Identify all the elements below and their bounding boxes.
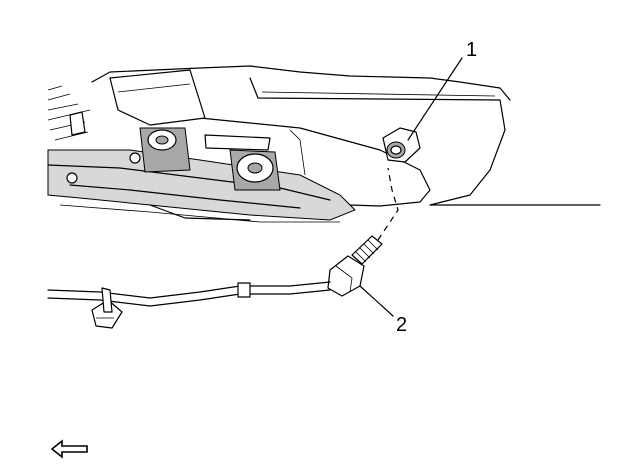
callout-1: 1 (466, 39, 477, 61)
harness-clip (91, 287, 123, 329)
leader-line-1 (407, 57, 463, 141)
mount-right (229, 149, 281, 191)
mount-left (139, 127, 191, 173)
sensor-assembly (47, 235, 383, 329)
alignment-dashed-line (377, 167, 399, 241)
sensor-boss (382, 127, 421, 163)
leader-line-2 (359, 285, 394, 317)
callout-2: 2 (396, 314, 407, 336)
left-arrow-icon[interactable] (50, 439, 88, 459)
vehicle-underbody (47, 65, 601, 223)
